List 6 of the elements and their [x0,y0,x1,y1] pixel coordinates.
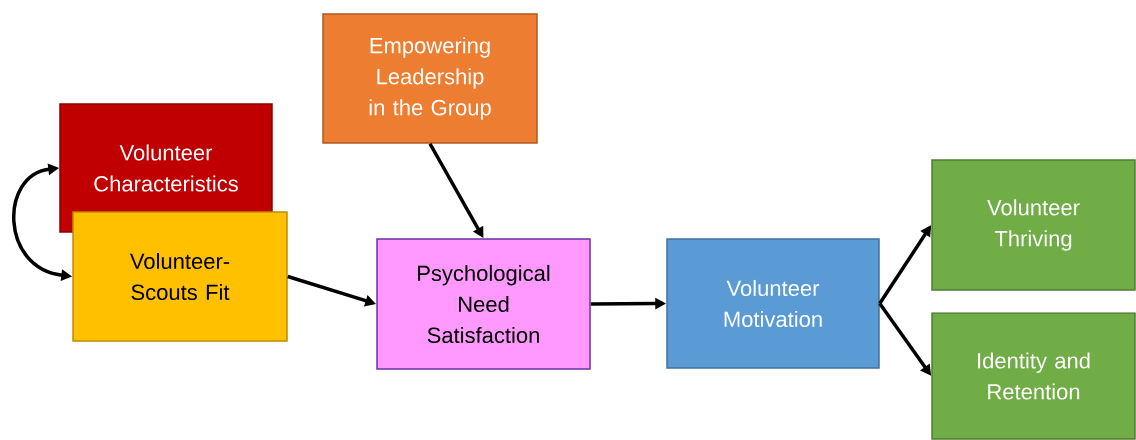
concept-box: Volunteer-Scouts Fit [72,211,288,342]
concept-box: Volunteer Thriving [931,159,1136,291]
concept-box: Empowering Leadership in the Group [322,13,538,144]
concept-box: Volunteer Motivation [666,238,880,369]
concept-box: Identity and Retention [931,312,1136,440]
concept-box: Psychological Need Satisfaction [376,238,591,370]
